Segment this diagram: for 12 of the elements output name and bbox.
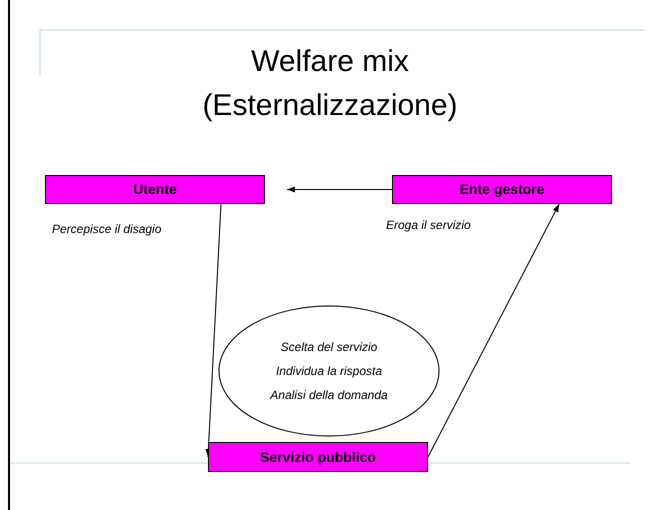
node-caption: Eroga il servizio [386,217,471,234]
arrow [428,204,560,458]
ellipse-text: Scelta del servizio [280,339,378,356]
arrow [286,186,392,192]
ellipse-text: Analisi della domanda [270,387,388,404]
ellipse-text: Individua la risposta [276,363,382,380]
process-box: Servizio pubblico [208,442,428,472]
node-caption: Percepisce il disagio [52,221,162,238]
process-box: Utente [45,175,265,204]
slide-title: Welfare mix (Esternalizzazione) [201,44,459,124]
arrow [205,204,222,458]
process-box: Ente gestore [392,175,612,204]
